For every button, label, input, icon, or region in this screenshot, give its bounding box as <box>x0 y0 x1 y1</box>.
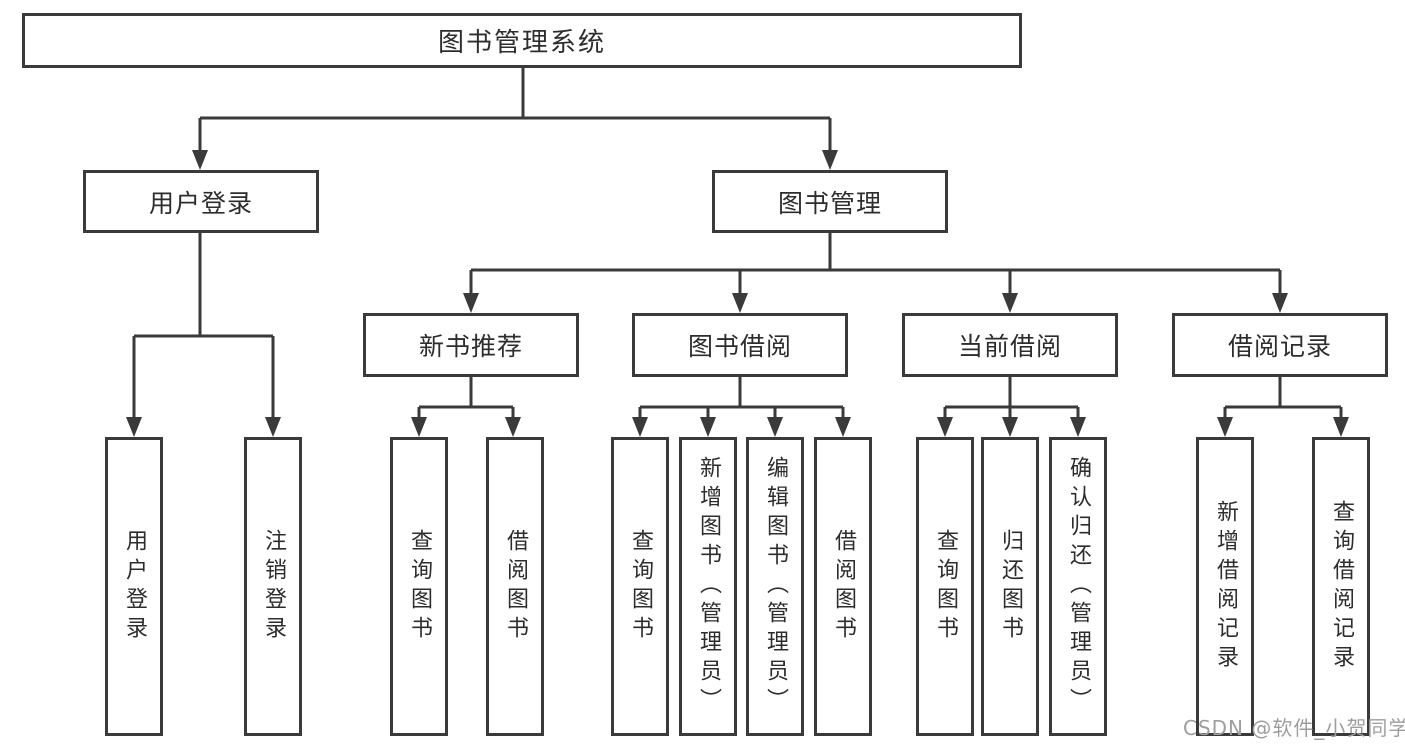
leaf-query-book-recommend: 查询图书 <box>390 437 448 736</box>
leaf-query-book-recommend-label: 查询图书 <box>407 528 432 645</box>
node-root: 图书管理系统 <box>22 13 1022 68</box>
leaf-add-book-admin: 新增图书（管理员） <box>679 437 737 736</box>
leaf-query-book-borrowing-label: 查询图书 <box>628 528 653 645</box>
node-user-login: 用户登录 <box>83 170 319 233</box>
node-book-borrowing: 图书借阅 <box>632 313 848 377</box>
leaf-query-borrow-record: 查询借阅记录 <box>1312 437 1370 736</box>
leaf-confirm-return-admin: 确认归还（管理员） <box>1049 437 1107 736</box>
leaf-user-login: 用户登录 <box>105 437 163 736</box>
leaf-return-book: 归还图书 <box>981 437 1039 736</box>
node-new-book-recommend-label: 新书推荐 <box>418 332 523 361</box>
connector-arrowheads <box>126 150 1349 437</box>
leaf-edit-book-admin-label: 编辑图书（管理员） <box>763 456 788 717</box>
leaf-borrow-book-recommend-label: 借阅图书 <box>503 528 528 645</box>
node-user-login-label: 用户登录 <box>148 188 253 218</box>
leaf-query-book-current-label: 查询图书 <box>933 528 958 645</box>
watermark: CSDN @软件_小贺同学 <box>1183 716 1405 740</box>
leaf-query-borrow-record-label: 查询借阅记录 <box>1329 499 1354 674</box>
node-current-borrowing: 当前借阅 <box>902 313 1118 377</box>
leaf-add-borrow-record-label: 新增借阅记录 <box>1213 499 1238 674</box>
node-borrowing-records-label: 借阅记录 <box>1227 332 1332 361</box>
node-current-borrowing-label: 当前借阅 <box>957 332 1062 361</box>
node-book-management-label: 图书管理 <box>777 188 882 218</box>
leaf-logout-label: 注销登录 <box>261 528 286 645</box>
leaf-return-book-label: 归还图书 <box>998 528 1023 645</box>
leaf-borrow-book-label: 借阅图书 <box>831 528 856 645</box>
leaf-logout: 注销登录 <box>244 437 302 736</box>
leaf-add-borrow-record: 新增借阅记录 <box>1196 437 1254 736</box>
leaf-edit-book-admin: 编辑图书（管理员） <box>746 437 804 736</box>
leaf-query-book-current: 查询图书 <box>916 437 974 736</box>
leaf-add-book-admin-label: 新增图书（管理员） <box>696 456 721 717</box>
connector-path <box>132 68 1343 420</box>
node-new-book-recommend: 新书推荐 <box>363 313 579 377</box>
node-borrowing-records: 借阅记录 <box>1172 313 1388 377</box>
leaf-borrow-book: 借阅图书 <box>814 437 872 736</box>
leaf-user-login-label: 用户登录 <box>122 528 147 645</box>
node-book-borrowing-label: 图书借阅 <box>687 332 792 361</box>
leaf-borrow-book-recommend: 借阅图书 <box>486 437 544 736</box>
leaf-query-book-borrowing: 查询图书 <box>611 437 669 736</box>
node-root-label: 图书管理系统 <box>437 28 606 58</box>
leaf-confirm-return-admin-label: 确认归还（管理员） <box>1066 456 1091 717</box>
node-book-management: 图书管理 <box>712 170 948 233</box>
